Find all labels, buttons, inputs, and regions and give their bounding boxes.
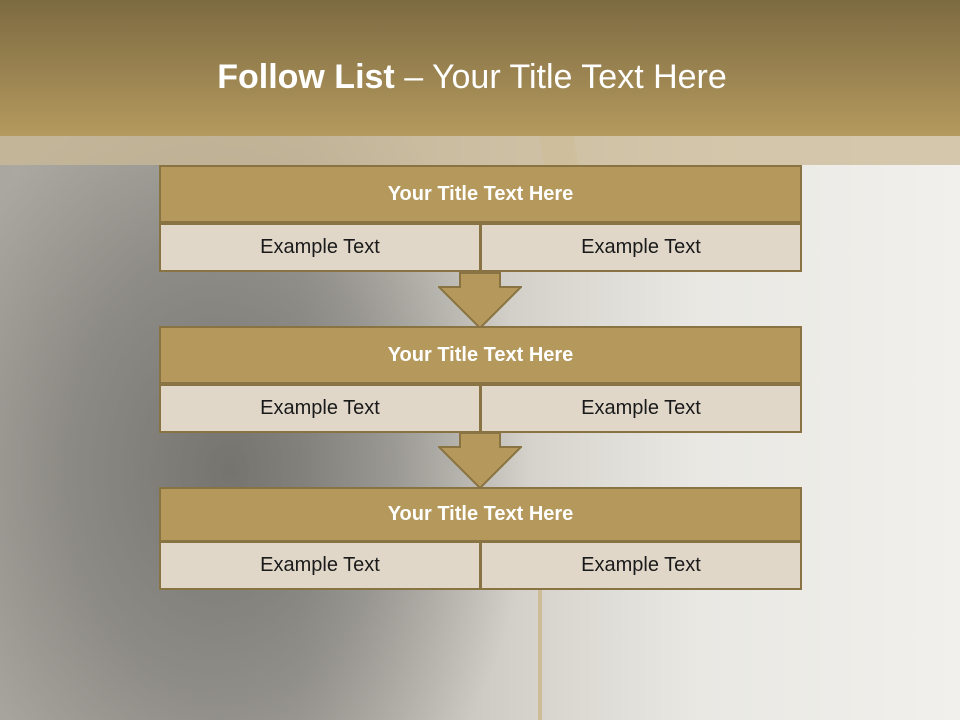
down-arrow-icon xyxy=(438,432,522,490)
block-left-cell: Example Text xyxy=(159,384,481,433)
block-left-cell: Example Text xyxy=(159,541,481,590)
header-band xyxy=(0,0,960,136)
slide-title-bold: Follow List xyxy=(217,58,395,96)
list-block-3: Your Title Text Here Example Text Exampl… xyxy=(159,487,802,594)
block-title: Your Title Text Here xyxy=(159,487,802,542)
down-arrow-icon xyxy=(438,272,522,330)
block-right-cell: Example Text xyxy=(480,384,802,433)
header-strip xyxy=(0,136,960,165)
slide-title-rest: – Your Title Text Here xyxy=(394,58,727,96)
background-string-shape xyxy=(538,560,556,720)
block-right-cell: Example Text xyxy=(480,223,802,272)
block-right-cell: Example Text xyxy=(480,541,802,590)
list-block-2: Your Title Text Here Example Text Exampl… xyxy=(159,326,802,433)
list-block-1: Your Title Text Here Example Text Exampl… xyxy=(159,165,802,272)
block-title: Your Title Text Here xyxy=(159,326,802,384)
block-title: Your Title Text Here xyxy=(159,165,802,223)
block-left-cell: Example Text xyxy=(159,223,481,272)
slide-title: Follow List – Your Title Text Here xyxy=(0,57,944,97)
